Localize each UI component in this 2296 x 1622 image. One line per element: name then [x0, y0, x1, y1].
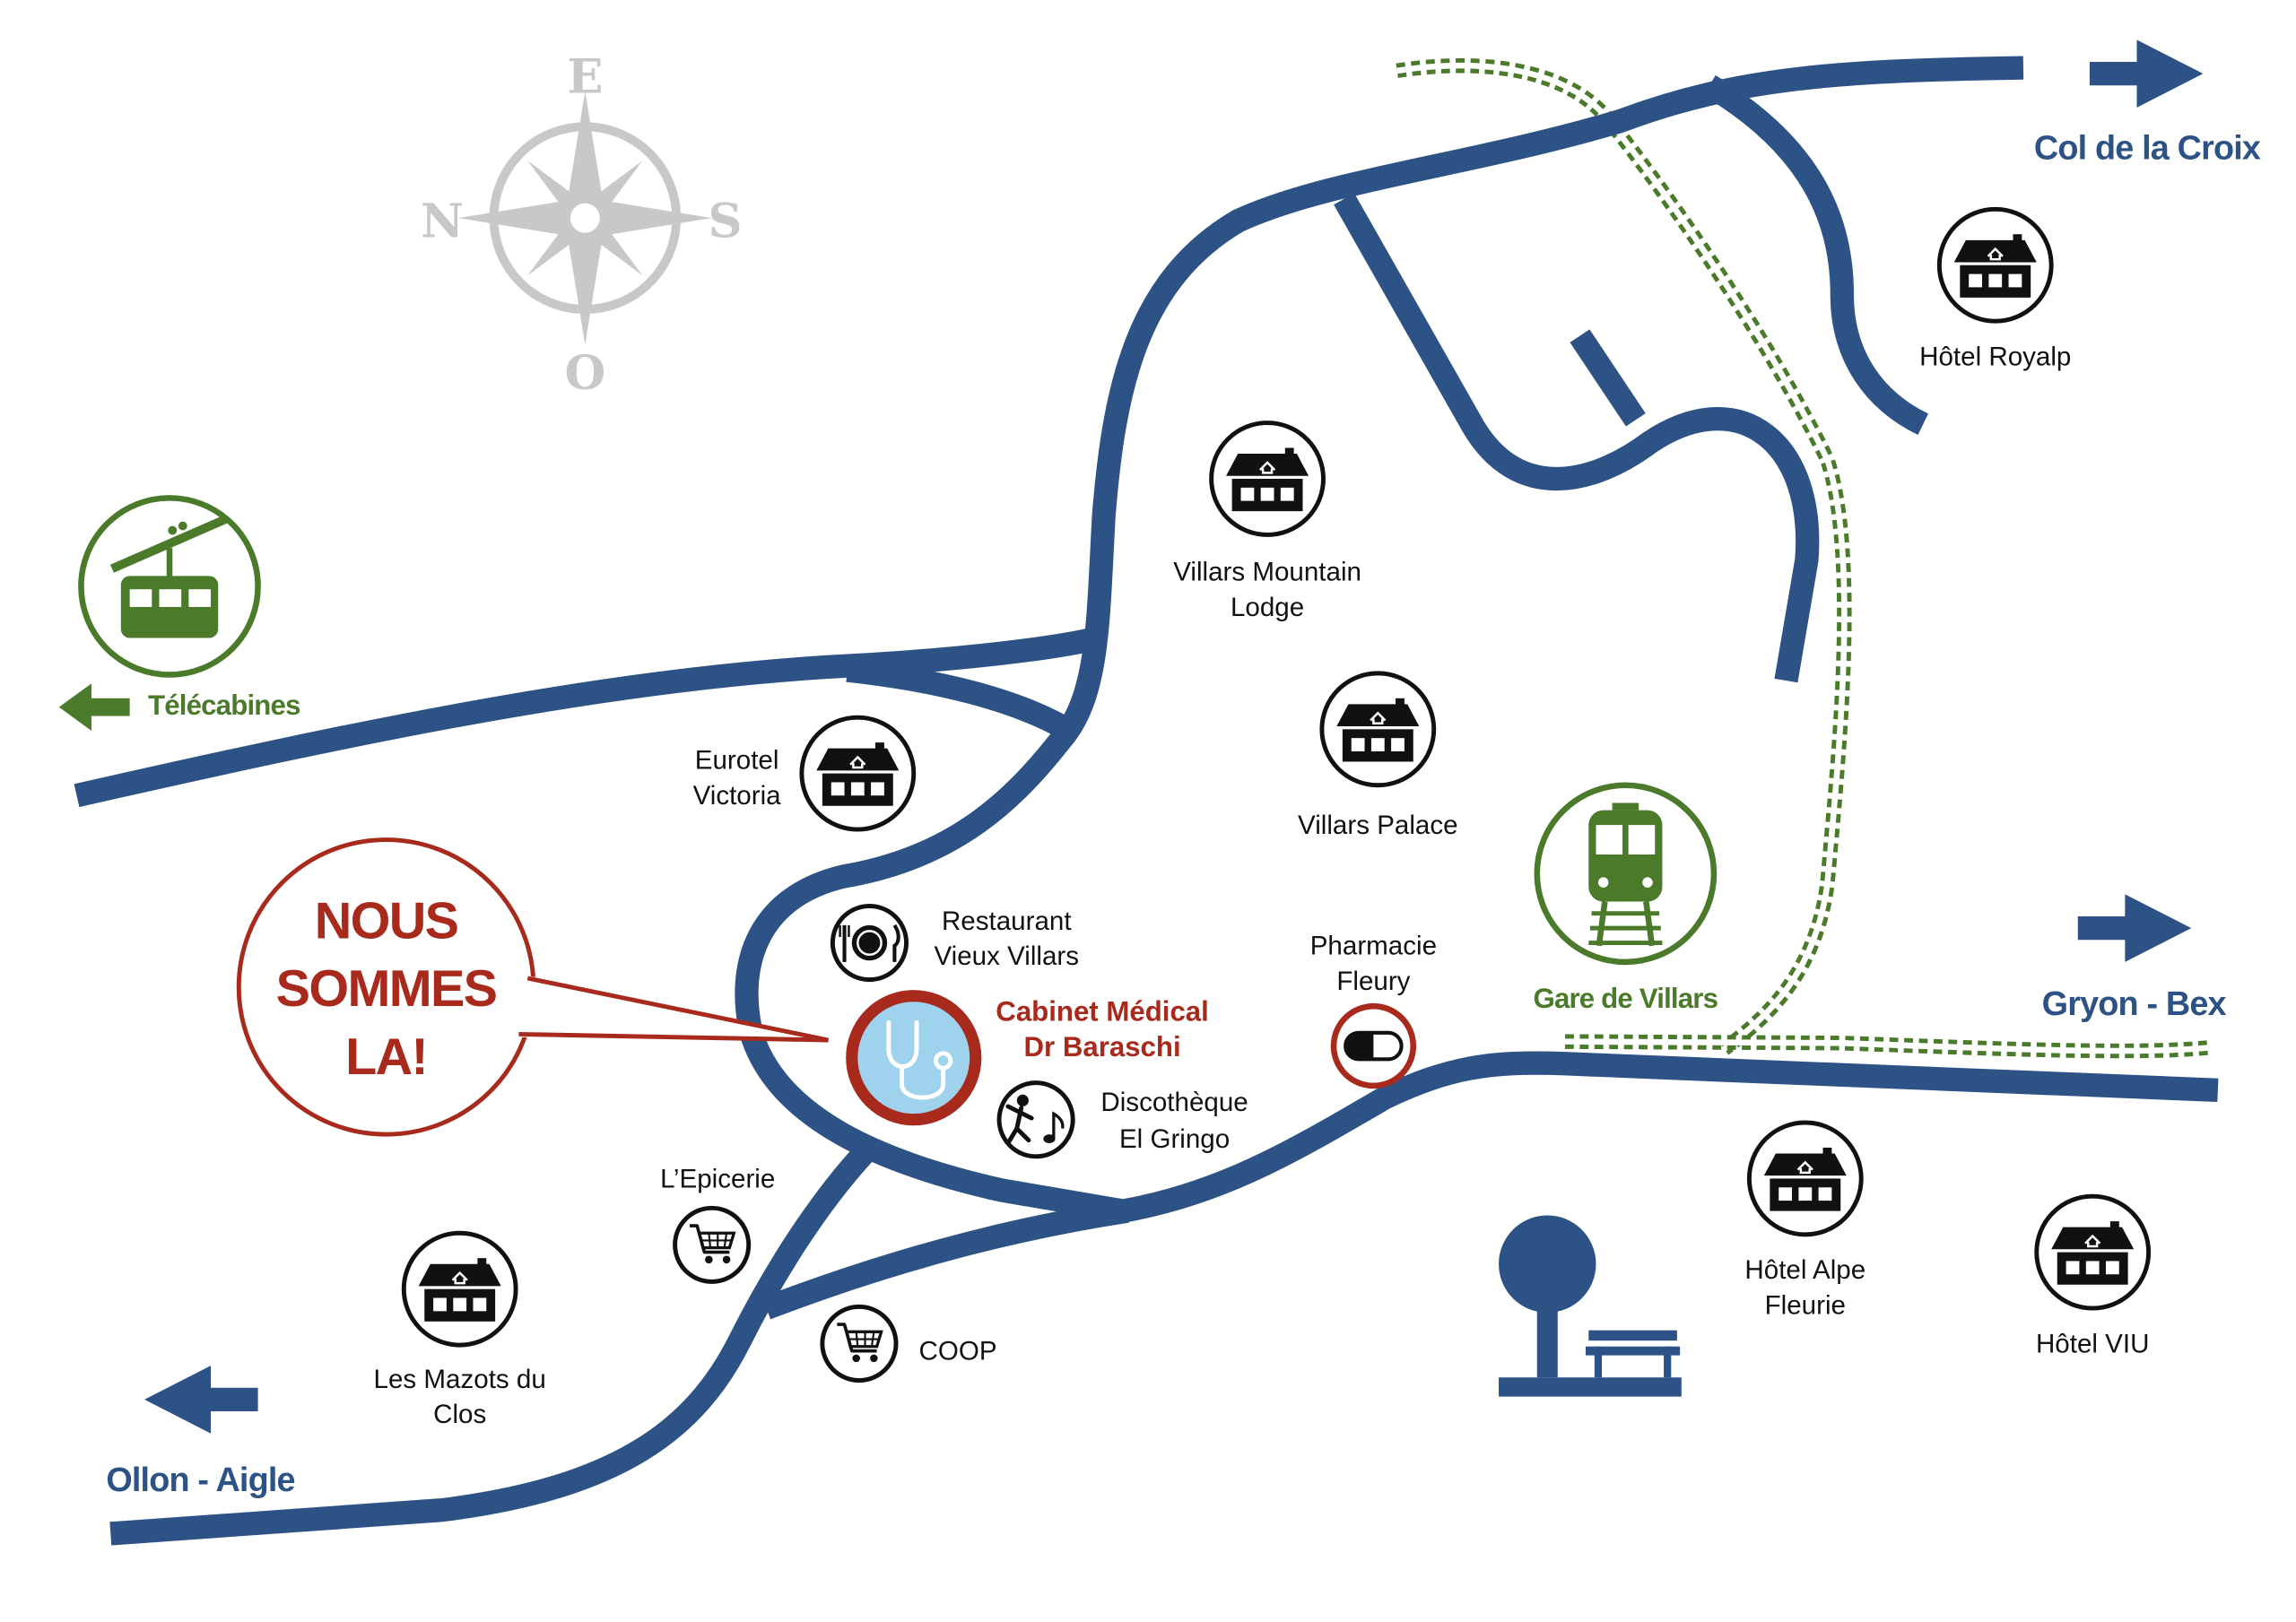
arrow-right-icon [2077, 894, 2192, 962]
house-icon [1952, 233, 2038, 299]
house-icon [1335, 697, 1421, 763]
place-label: Discothèque [1100, 1088, 1248, 1117]
plate-cutlery-icon [830, 904, 909, 983]
hotel-label: Fleurie [1765, 1291, 1846, 1321]
you-are-here-callout [236, 837, 829, 1137]
place-label: L’Epicerie [660, 1164, 775, 1193]
hotel-marker-viu [2034, 1193, 2152, 1311]
hotel-marker-eurotel [799, 715, 917, 832]
callout-line: LA! [345, 1028, 427, 1086]
hotel-marker-palace [1319, 671, 1437, 788]
compass-rose-icon [458, 91, 712, 345]
house-icon [417, 1256, 502, 1323]
hotel-label: Villars Palace [1298, 811, 1458, 840]
arrow-left-icon [144, 1366, 258, 1434]
hotel-label: Hôtel VIU [2036, 1329, 2150, 1358]
hotel-label: Les Mazots du [374, 1365, 546, 1394]
compass-label-right: S [708, 195, 742, 249]
route-gryon-bex: Gryon - Bex [2042, 985, 2227, 1023]
stethoscope-icon [846, 990, 982, 1126]
hotel-marker-mountain-lodge [1209, 421, 1326, 537]
road-network [74, 56, 2219, 1546]
compass-label-top: E [567, 50, 603, 105]
shop-marker-epicerie [673, 1205, 752, 1284]
hotel-label: Villars Mountain [1173, 557, 1361, 586]
hotel-label: Hôtel Royalp [1919, 342, 2071, 371]
route-col-de-la-croix: Col de la Croix [2034, 129, 2261, 167]
house-icon [2049, 1219, 2135, 1286]
clinic-label: Cabinet Médical [996, 996, 1209, 1028]
shop-marker-coop [820, 1304, 899, 1383]
hotel-label: Victoria [693, 781, 782, 811]
route-ollon-aigle: Ollon - Aigle [106, 1462, 294, 1499]
railway-line [1396, 58, 2212, 1059]
place-label: Vieux Villars [934, 941, 1079, 971]
hotel-label: Clos [433, 1400, 486, 1429]
callout-line: NOUS [315, 893, 458, 950]
house-icon [815, 741, 900, 807]
train-icon [1534, 782, 1718, 966]
telecabines-label: Télécabines [148, 690, 300, 721]
hotel-label: Hôtel Alpe [1744, 1255, 1866, 1285]
house-icon [1762, 1146, 1848, 1212]
compass-label-bottom: O [564, 346, 605, 401]
hotel-marker-royalp [1936, 206, 2054, 324]
place-label: COOP [919, 1337, 997, 1366]
house-icon [1224, 447, 1310, 513]
hotel-marker-alpe-fleurie [1746, 1120, 1864, 1237]
pill-icon [1330, 1002, 1417, 1089]
callout-line: SOMMES [276, 960, 497, 1018]
dancer-music-icon [996, 1080, 1075, 1159]
tree-bench-icon [1499, 1215, 1682, 1397]
arrow-left-icon [58, 683, 130, 731]
place-label: El Gringo [1119, 1124, 1230, 1154]
place-label: Restaurant [942, 906, 1072, 936]
arrow-right-icon [2089, 39, 2204, 108]
gondola-icon [78, 495, 261, 678]
clinic-label: Dr Baraschi [1023, 1031, 1180, 1063]
compass-label-left: N [421, 195, 464, 249]
place-label: Fleury [1336, 967, 1410, 996]
place-label: Pharmacie [1310, 932, 1437, 961]
hotel-label: Lodge [1231, 593, 1304, 622]
hotel-marker-mazots [401, 1230, 518, 1348]
train-station-label: Gare de Villars [1534, 983, 1718, 1014]
hotel-label: Eurotel [695, 746, 779, 776]
